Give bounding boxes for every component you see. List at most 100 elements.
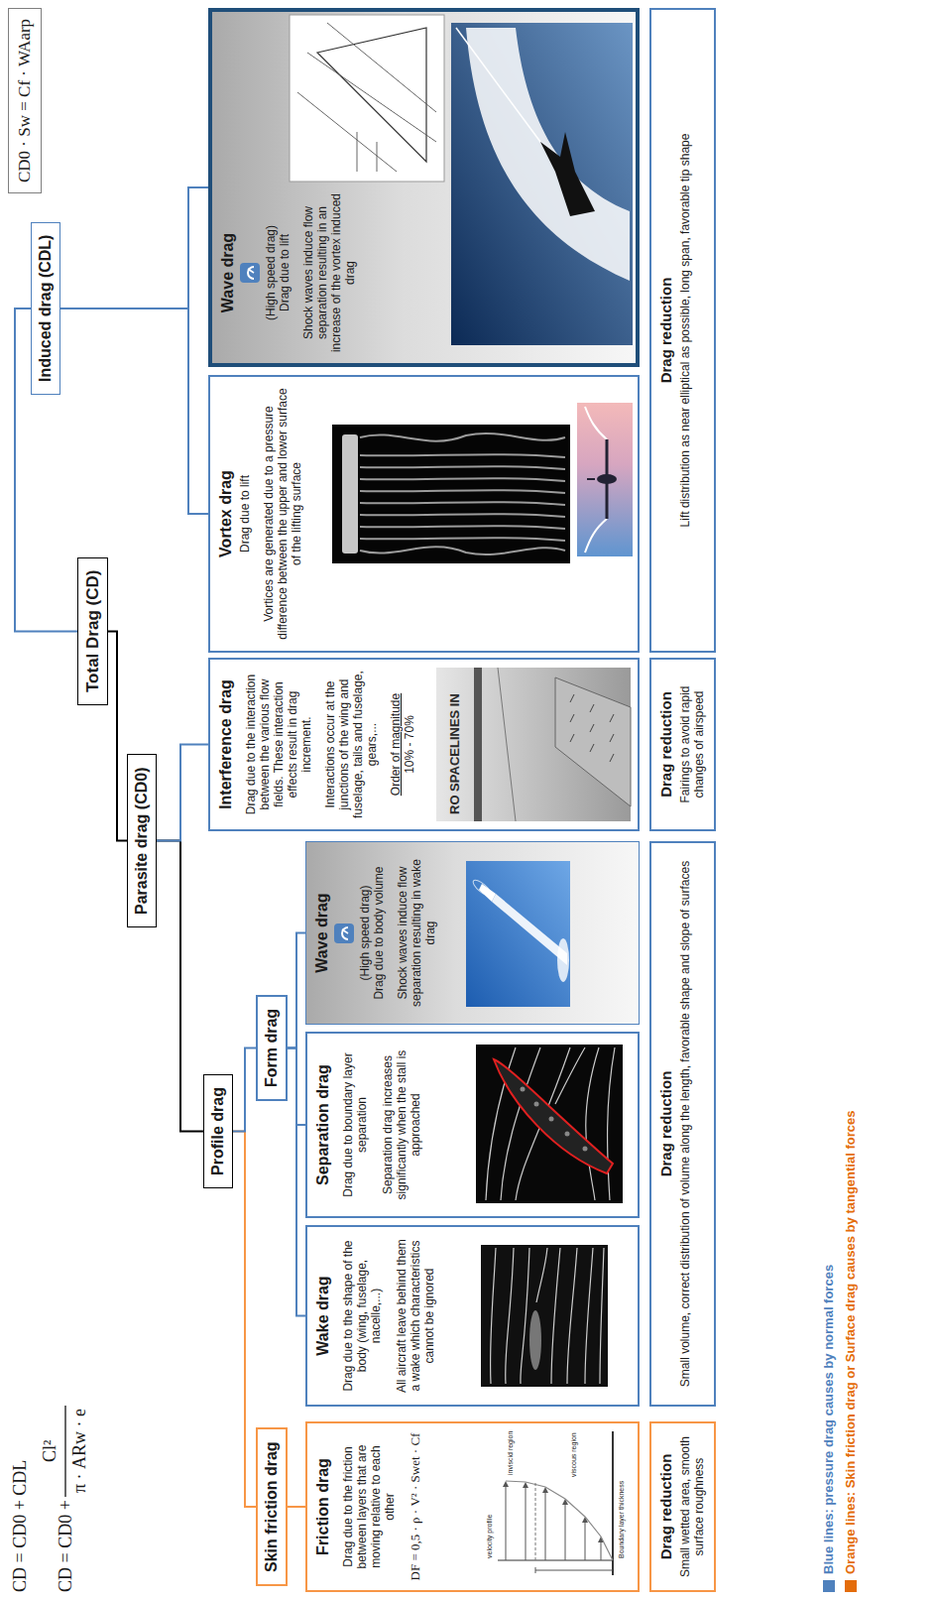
aircraft-junction-photo [436, 667, 631, 821]
tree-connector [233, 1048, 256, 1132]
box-heading: Total Drag (CD) [82, 570, 104, 693]
shock-wave-sketch [289, 14, 445, 182]
drag-subcategory-box: Skin friction drag [255, 1426, 288, 1586]
formula: π · ARw · e [69, 1407, 91, 1493]
boundary-layer-figure [535, 1569, 613, 1571]
drag-type-box: Wave drag(High speed drag)Drag due to bo… [305, 840, 640, 1025]
aircraft-junction-photo [570, 694, 614, 762]
shock-wave-sketch [307, 52, 437, 142]
definition-text: Drag due to the shape of the body (wing,… [341, 1234, 383, 1397]
drag-type-box: Vortex dragDrag due to liftVortices are … [208, 374, 640, 653]
boundary-layer-figure [505, 1485, 507, 1560]
aircraft-vortex-photo [577, 402, 633, 557]
tree-connector [156, 744, 209, 841]
box-heading: Drag reduction [656, 852, 676, 1395]
separation-photo [534, 1101, 540, 1107]
boundary-layer-figure [585, 1521, 586, 1560]
tree-connector [156, 840, 204, 1132]
separation-photo [585, 1047, 599, 1200]
vortex-smoke-photo [359, 501, 566, 505]
aircraft-junction-photo [555, 677, 631, 807]
vortex-smoke-photo [332, 424, 571, 564]
drag-subcategory-box: Form drag [255, 994, 288, 1101]
box-text: Vortices are generated due to a pressure… [261, 386, 304, 641]
boundary-layer-figure [497, 1558, 613, 1560]
wake-photo [529, 1309, 542, 1370]
value-text: 10% - 70% [402, 667, 417, 821]
aircraft-junction-photo [497, 667, 516, 821]
vortex-smoke-photo [359, 546, 566, 555]
vortex-smoke-photo [359, 525, 566, 529]
wake-photo [551, 1247, 561, 1384]
drag-type-box: Wake drag Drag due to the shape of the bo… [305, 1224, 640, 1406]
definition-text: Drag due to lift [237, 386, 252, 641]
rocket-photo [466, 860, 571, 1007]
speed-icon [342, 927, 349, 939]
boundary-layer-figure [505, 1480, 613, 1560]
speed-icon [334, 923, 354, 943]
boundary-layer-figure [502, 1480, 509, 1487]
formula-box: CD0 · Sw = Cf · WAarp [7, 7, 42, 194]
box-heading: Wake drag [313, 1234, 334, 1397]
box-heading: Drag reduction [656, 19, 676, 641]
boundary-layer-figure [611, 1430, 614, 1575]
box-gradient-background [208, 7, 640, 367]
drag-reduction-box: Drag reductionFairings to avoid rapid ch… [649, 657, 716, 831]
boundary-layer-figure [565, 1503, 567, 1560]
fraction-bar [64, 1405, 66, 1497]
box-text: Shock waves induce flow separation resul… [301, 190, 357, 355]
separation-photo [475, 1044, 623, 1203]
figure-label: inviscid region [506, 1430, 515, 1475]
vortex-smoke-photo [359, 477, 566, 481]
box-heading: Form drag [261, 1008, 282, 1087]
drag-reduction-box: Drag reductionLift distribution as near … [649, 7, 716, 653]
vortex-smoke-photo [342, 434, 358, 554]
aircraft-junction-photo [609, 733, 614, 742]
note-text: (High speed drag) [357, 849, 372, 1016]
box-heading: Friction drag [313, 1430, 334, 1582]
definition-text: Drag due to body volume [371, 849, 386, 1016]
boundary-layer-figure [535, 1566, 537, 1573]
aircraft-vortex-photo [586, 477, 595, 480]
photo-text: RO SPACELINES IN [448, 693, 464, 815]
vortex-smoke-photo [332, 424, 571, 564]
figure-label: Boundary layer thickness [617, 1480, 626, 1558]
wake-photo [489, 1247, 496, 1384]
box-heading: Drag reduction [656, 667, 676, 821]
formula: CD0 · Sw = Cf · WAarp [13, 18, 36, 183]
wake-photo [536, 1247, 548, 1302]
drag-type-box: Wave drag(High speed drag)Drag due to li… [208, 7, 640, 367]
box-heading: Parasite drag (CD0) [131, 767, 152, 916]
figure-label: velocity profile [485, 1514, 494, 1558]
shock-wave-sketch [376, 141, 378, 172]
supersonic-jet-photo [466, 27, 630, 281]
vortex-smoke-photo [359, 489, 566, 493]
box-heading: Wave drag [218, 190, 238, 355]
box-text: Lift distribution as near elliptical as … [678, 19, 693, 641]
box-text: Shock waves induce flow separation resul… [395, 849, 438, 1016]
tree-connector [60, 308, 209, 514]
aircraft-junction-photo [570, 713, 575, 722]
drag-type-box: Separation dragDrag due to boundary laye… [305, 1031, 640, 1218]
tree-connector [287, 1048, 306, 1126]
boundary-layer-figure [545, 1491, 547, 1560]
box-text: Small wetted area, smooth surface roughn… [678, 1430, 706, 1582]
speed-icon [239, 262, 260, 283]
definition-text: Drag due to lift [277, 190, 292, 355]
aircraft-junction-photo [570, 694, 575, 703]
boundary-layer-figure [535, 1482, 537, 1560]
speed-icon [342, 929, 349, 934]
wake-photo [480, 1244, 608, 1387]
separation-photo [493, 1058, 613, 1173]
vortex-smoke-photo [359, 537, 566, 541]
wake-photo [505, 1247, 514, 1384]
drag-type-box: Interference dragDrag due to the interac… [208, 657, 640, 831]
speed-icon [247, 268, 254, 273]
box-gradient-background [208, 7, 640, 1025]
definition-text: Drag due to boundary layer separation [341, 1041, 369, 1208]
tree-connector [60, 187, 209, 309]
formula: CD = CD0 + CDL [9, 1459, 31, 1592]
drag-type-box: Friction dragDrag due to the friction be… [305, 1420, 640, 1592]
legend-swatch [822, 1579, 835, 1592]
separation-photo [520, 1086, 526, 1092]
